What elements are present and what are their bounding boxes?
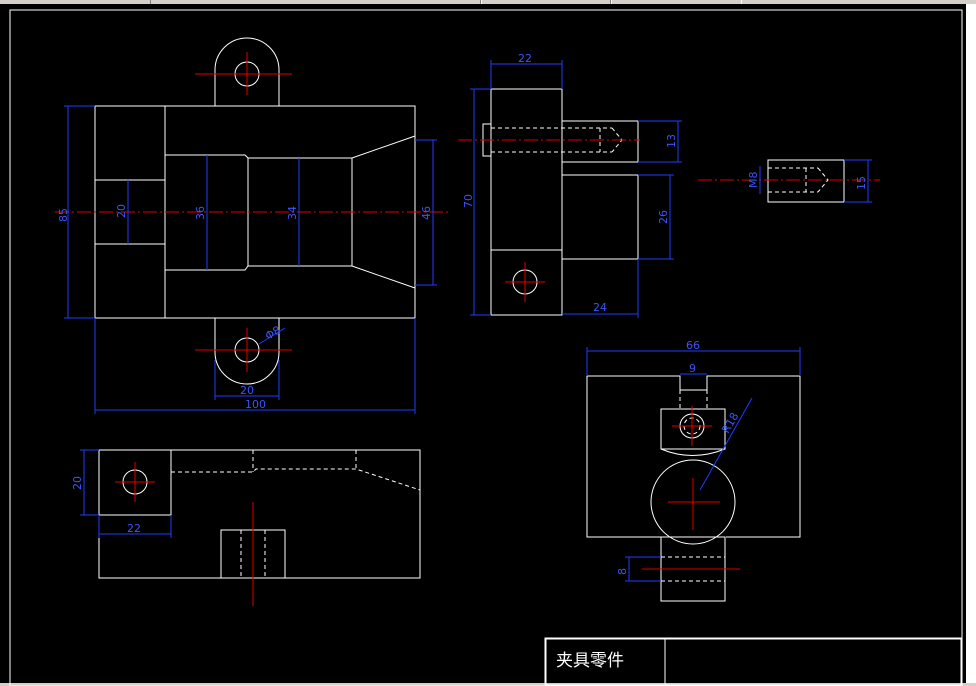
drawing-frame bbox=[9, 9, 963, 686]
window-top-edge bbox=[0, 0, 976, 4]
dim-pin-15: 15 bbox=[855, 176, 868, 190]
front-bottom-lug bbox=[214, 318, 280, 385]
pin-body bbox=[767, 159, 845, 203]
front-view: 85 20 36 34 46 100 20 Φ8 bbox=[55, 37, 450, 414]
top-body bbox=[98, 449, 421, 579]
side-lower-boss bbox=[561, 174, 639, 260]
dim-front-46: 46 bbox=[420, 206, 433, 220]
dim-front-20: 20 bbox=[115, 204, 128, 218]
dim-side-height: 70 bbox=[462, 194, 475, 208]
dim-right-66: 66 bbox=[686, 339, 700, 352]
dim-side-13: 13 bbox=[665, 134, 678, 148]
dim-right-8: 8 bbox=[616, 568, 629, 575]
dim-front-width: 100 bbox=[245, 398, 266, 411]
toolbar-segment bbox=[150, 0, 482, 4]
side-upper-boss bbox=[561, 120, 639, 163]
right-slot-block bbox=[660, 408, 726, 450]
dim-top-20: 20 bbox=[71, 476, 84, 490]
toolbar-segment bbox=[610, 0, 742, 4]
top-view: 20 22 bbox=[71, 449, 421, 606]
dim-right-9: 9 bbox=[689, 362, 696, 375]
dim-lug-width: 20 bbox=[240, 384, 254, 397]
front-top-lug bbox=[214, 37, 280, 106]
side-body bbox=[490, 88, 563, 316]
right-view: 66 9 R18 8 bbox=[586, 339, 801, 602]
side-view: 22 70 13 26 24 bbox=[458, 52, 682, 318]
title-block: 夹具零件 bbox=[544, 637, 963, 686]
right-window-edge bbox=[966, 4, 976, 683]
dim-pin-m8: M8 bbox=[747, 172, 760, 189]
title-block-name: 夹具零件 bbox=[556, 651, 624, 671]
dim-side-24: 24 bbox=[593, 301, 607, 314]
dim-top-22: 22 bbox=[127, 522, 141, 535]
dim-front-36: 36 bbox=[194, 206, 207, 220]
right-bore-circle bbox=[650, 459, 736, 545]
dim-side-top: 22 bbox=[518, 52, 532, 65]
dim-front-height: 85 bbox=[57, 208, 70, 222]
toolbar-segment bbox=[480, 0, 612, 4]
dim-side-26: 26 bbox=[657, 210, 670, 224]
pin-detail-view: M8 15 bbox=[698, 159, 880, 203]
window-bottom-edge bbox=[0, 683, 976, 686]
dim-front-34: 34 bbox=[286, 206, 299, 220]
